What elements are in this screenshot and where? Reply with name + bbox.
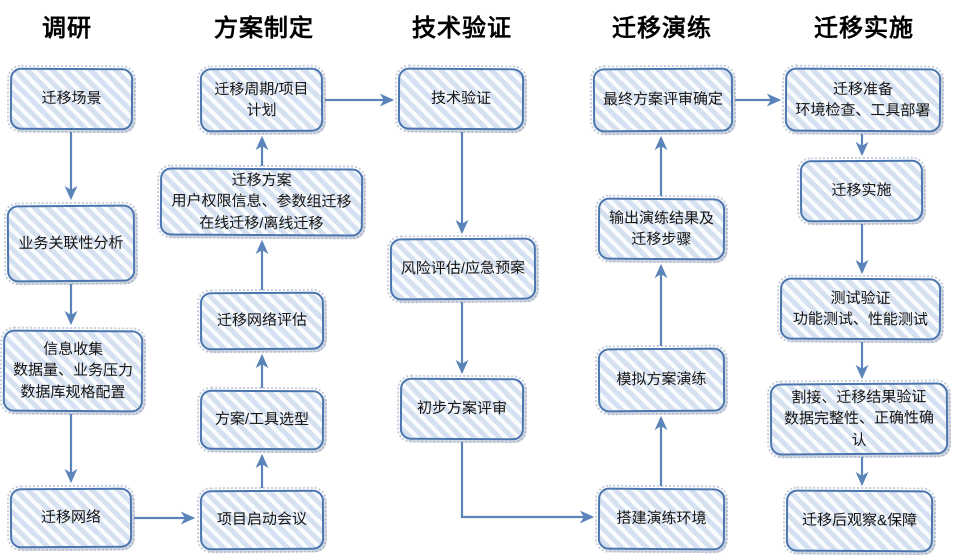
box-technical-verification: 技术验证 (394, 64, 528, 134)
box-risk-assessment-contingency-plan: 风险评估/应急预案 (386, 234, 540, 304)
box-post-migration-observation-support: 迁移后观察&保障 (782, 486, 937, 555)
column-title-research: 调研 (42, 15, 92, 42)
box-migration-plan: 迁移方案 用户权限信息、参数组迁移 在线迁移/离线迁移 (156, 163, 367, 241)
box-output-drill-results-migration-steps: 输出演练结果及 迁移步骤 (594, 194, 729, 264)
box-migration-scenario: 迁移场景 (6, 64, 137, 134)
column-title-migration-drill: 迁移演练 (612, 15, 712, 42)
box-migration-implementation: 迁移实施 (796, 156, 927, 226)
column-title-migration-implementation: 迁移实施 (814, 15, 914, 42)
box-migration-preparation: 迁移准备 环境检查、工具部署 (781, 63, 945, 137)
box-solution-tool-selection: 方案/工具选型 (196, 386, 328, 454)
box-simulated-plan-drill: 模拟方案演练 (594, 344, 729, 416)
box-final-plan-review-confirmation: 最终方案评审确定 (589, 64, 737, 136)
column-title-plan-formulation: 方案制定 (214, 15, 314, 42)
box-business-correlation-analysis: 业务关联性分析 (3, 201, 139, 286)
box-project-kickoff-meeting: 项目启动会议 (196, 486, 328, 554)
box-test-verification: 测试验证 功能测试、性能测试 (776, 273, 945, 345)
box-preliminary-plan-review: 初步方案评审 (396, 374, 528, 444)
box-build-drill-environment: 搭建演练环境 (594, 484, 729, 554)
box-migration-network-assessment: 迁移网络评估 (196, 288, 328, 354)
box-migration-cycle-project-plan: 迁移周期/项目计划 (196, 64, 327, 136)
arrow-preliminary-review-to-build-environment (460, 442, 595, 524)
box-migration-network: 迁移网络 (6, 484, 136, 552)
box-cutover-result-verification: 割接、迁移结果验证 数据完整性、正确性确认 (766, 378, 952, 460)
box-information-collection: 信息收集 数据量、业务压力 数据库规格配置 (0, 326, 147, 416)
column-title-technical-verification: 技术验证 (412, 15, 512, 42)
